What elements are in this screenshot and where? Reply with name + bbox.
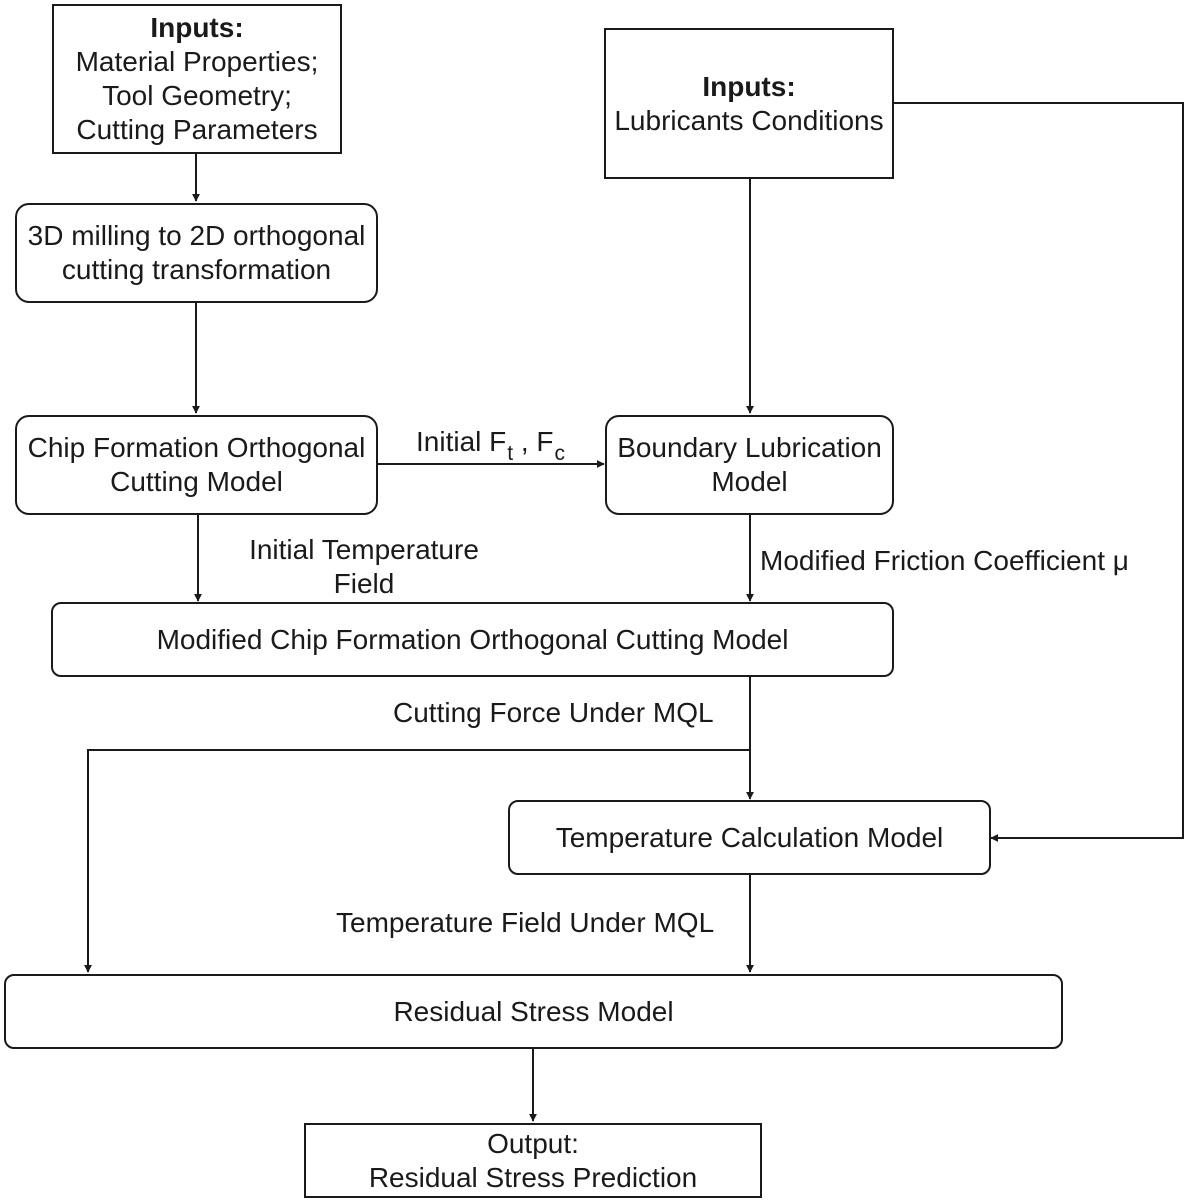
- initial-temperature-line: Field: [333, 568, 395, 599]
- arrow-cutting-force-to-residual-stress: [84, 749, 750, 973]
- transformation-box: 3D milling to 2D orthogonal cutting tran…: [15, 203, 378, 303]
- friction-coefficient-label: Modified Friction Coefficient μ: [760, 545, 1129, 576]
- output-line: Residual Stress Prediction: [368, 1161, 698, 1193]
- temperature-calculation-box: Temperature Calculation Model: [508, 800, 991, 875]
- inputs-material-line: Cutting Parameters: [76, 114, 318, 145]
- modified-chip-formation-label: Modified Chip Formation Orthogonal Cutti…: [156, 623, 789, 655]
- inputs-lubricants-box: Inputs: Lubricants Conditions: [604, 28, 894, 179]
- initial-forces-prefix: Initial F: [416, 426, 507, 457]
- initial-temperature-label: Initial Temperature Field: [244, 533, 484, 601]
- output-line: Output:: [487, 1127, 579, 1159]
- inputs-material-box: Inputs: Material Properties; Tool Geomet…: [52, 4, 342, 154]
- boundary-lubrication-box: Boundary Lubrication Model: [605, 415, 894, 515]
- residual-stress-label: Residual Stress Model: [393, 995, 674, 1027]
- initial-forces-label: Initial Ft , Fc: [416, 425, 566, 465]
- output-box: Output: Residual Stress Prediction: [304, 1123, 762, 1198]
- chip-formation-line: Chip Formation Orthogonal: [27, 432, 366, 463]
- transformation-line: 3D milling to 2D orthogonal: [27, 220, 366, 251]
- boundary-lubrication-line: Boundary Lubrication: [617, 432, 882, 463]
- temperature-calculation-label: Temperature Calculation Model: [555, 821, 944, 853]
- inputs-material-heading: Inputs:: [150, 12, 244, 43]
- transformation-line: cutting transformation: [61, 254, 332, 285]
- inputs-lubricants-heading: Inputs:: [702, 70, 796, 102]
- boundary-lubrication-line: Model: [711, 466, 788, 497]
- inputs-material-line: Tool Geometry;: [102, 80, 292, 111]
- inputs-material-line: Material Properties;: [75, 46, 319, 77]
- chip-formation-box: Chip Formation Orthogonal Cutting Model: [15, 415, 378, 515]
- chip-formation-line: Cutting Model: [110, 466, 283, 497]
- initial-forces-subscript-t: t: [507, 442, 514, 465]
- initial-forces-separator: , F: [513, 426, 554, 457]
- modified-chip-formation-box: Modified Chip Formation Orthogonal Cutti…: [51, 602, 894, 677]
- initial-forces-subscript-c: c: [554, 442, 566, 465]
- temperature-field-label: Temperature Field Under MQL: [336, 907, 715, 938]
- cutting-force-label: Cutting Force Under MQL: [393, 697, 714, 728]
- inputs-lubricants-line: Lubricants Conditions: [614, 104, 884, 136]
- residual-stress-box: Residual Stress Model: [4, 974, 1063, 1049]
- initial-temperature-line: Initial Temperature: [249, 534, 479, 565]
- arrow-lubricants-to-temperature-calculation: [894, 102, 1184, 842]
